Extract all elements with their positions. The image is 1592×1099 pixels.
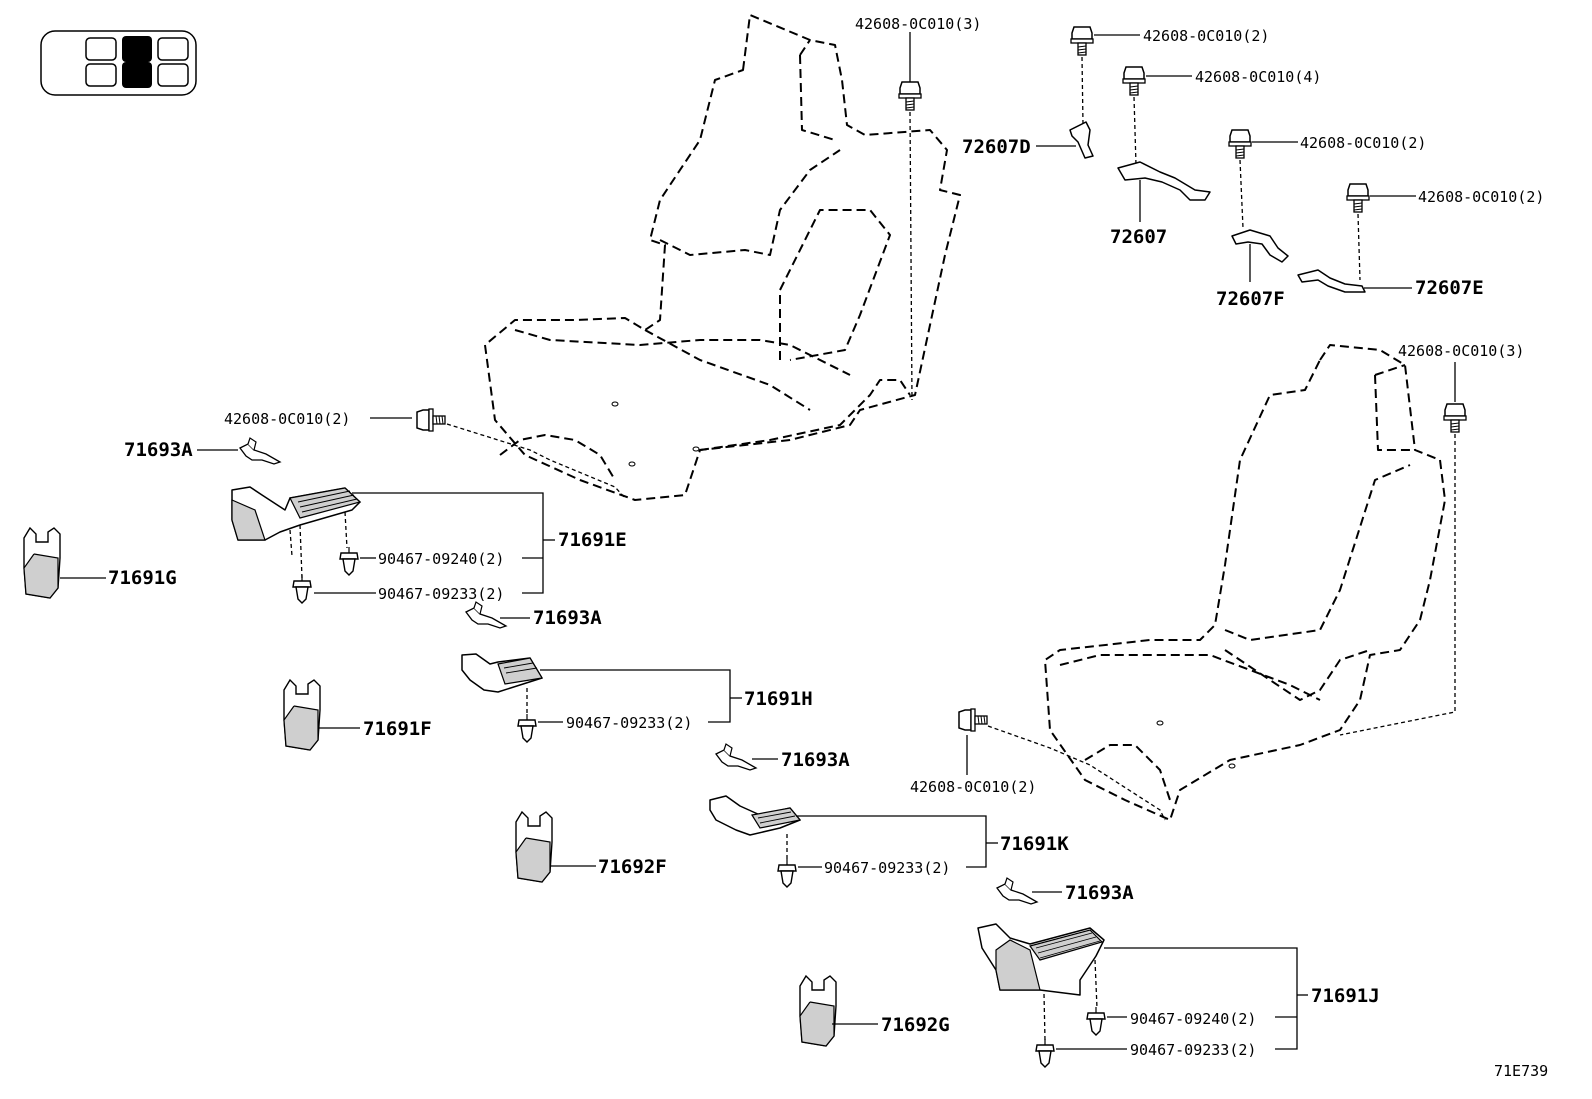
callout-bolt-left-seat-side: 42608-0C010(2) [224, 410, 350, 428]
bolt-right-seat-side-icon [958, 708, 988, 732]
label-72607f: 72607F [1216, 288, 1285, 310]
callout-clip-e-240: 90467-09240(2) [378, 550, 504, 568]
callout-clip-j-240: 90467-09240(2) [1130, 1010, 1256, 1028]
bolt-right-seat-top-icon [1443, 403, 1467, 433]
label-71691k: 71691K [1000, 833, 1069, 855]
seat-position-indicator-icon [40, 30, 197, 96]
bracket-72607e-icon [1297, 269, 1366, 293]
diagram-id: 71E739 [1494, 1062, 1548, 1080]
callout-bolt-72607e: 42608-0C010(2) [1418, 188, 1544, 206]
cap-71691f-icon [283, 679, 321, 751]
cap-71691g-icon [23, 527, 61, 599]
label-71691e: 71691E [558, 529, 627, 551]
cover-71691h-icon [461, 653, 543, 693]
cover-71691j-icon [977, 923, 1105, 996]
label-71692g: 71692G [881, 1014, 950, 1036]
label-71692f: 71692F [598, 856, 667, 878]
callout-bolt-72607d: 42608-0C010(2) [1143, 27, 1269, 45]
callout-clip-j-233: 90467-09233(2) [1130, 1041, 1256, 1059]
callout-clip-h-233: 90467-09233(2) [566, 714, 692, 732]
label-71691g: 71691G [108, 567, 177, 589]
callout-bolt-top-seat: 42608-0C010(3) [855, 15, 981, 33]
bolt-72607e-icon [1346, 183, 1370, 213]
callout-clip-e-233: 90467-09233(2) [378, 585, 504, 603]
label-71693a-4: 71693A [1065, 882, 1134, 904]
clip-71693a-2-icon [465, 601, 507, 629]
clip-90467-09233-h-icon [517, 713, 537, 743]
label-71691f: 71691F [363, 718, 432, 740]
clip-90467-09233-k-icon [777, 858, 797, 888]
bolt-72607d-icon [1070, 26, 1094, 56]
clip-71693a-4-icon [996, 877, 1038, 905]
callout-clip-k-233: 90467-09233(2) [824, 859, 950, 877]
label-71693a-2: 71693A [533, 607, 602, 629]
cap-71692f-icon [515, 811, 553, 883]
cap-71692g-icon [799, 975, 837, 1047]
right-seat-outline [1044, 344, 1446, 821]
bracket-72607d-icon [1069, 121, 1094, 159]
bracket-72607-icon [1117, 161, 1211, 201]
label-71693a-3: 71693A [781, 749, 850, 771]
cover-71691k-icon [709, 795, 802, 836]
bracket-72607f-icon [1231, 229, 1289, 263]
left-seat-outline [484, 14, 961, 501]
callout-bolt-72607: 42608-0C010(4) [1195, 68, 1321, 86]
label-72607: 72607 [1110, 226, 1167, 248]
bolt-top-seat-icon [898, 81, 922, 111]
bolt-left-seat-side-icon [416, 408, 446, 432]
clip-90467-09233-j-icon [1035, 1038, 1055, 1068]
callout-bolt-right-seat-top: 42608-0C010(3) [1398, 342, 1524, 360]
clip-71693a-3-icon [715, 743, 757, 771]
bolt-72607f-icon [1228, 129, 1252, 159]
clip-90467-09233-e-icon [292, 574, 312, 604]
callout-bolt-right-seat-side: 42608-0C010(2) [910, 778, 1036, 796]
label-72607d: 72607D [962, 136, 1031, 158]
label-71691h: 71691H [744, 688, 813, 710]
clip-90467-09240-e-icon [339, 546, 359, 576]
label-71691j: 71691J [1311, 985, 1380, 1007]
callout-bolt-72607f: 42608-0C010(2) [1300, 134, 1426, 152]
cover-71691e-icon [231, 486, 362, 541]
clip-71693a-1-icon [239, 437, 281, 465]
label-72607e: 72607E [1415, 277, 1484, 299]
label-71693a-1: 71693A [124, 439, 193, 461]
bolt-72607-icon [1122, 66, 1146, 96]
clip-90467-09240-j-icon [1086, 1006, 1106, 1036]
